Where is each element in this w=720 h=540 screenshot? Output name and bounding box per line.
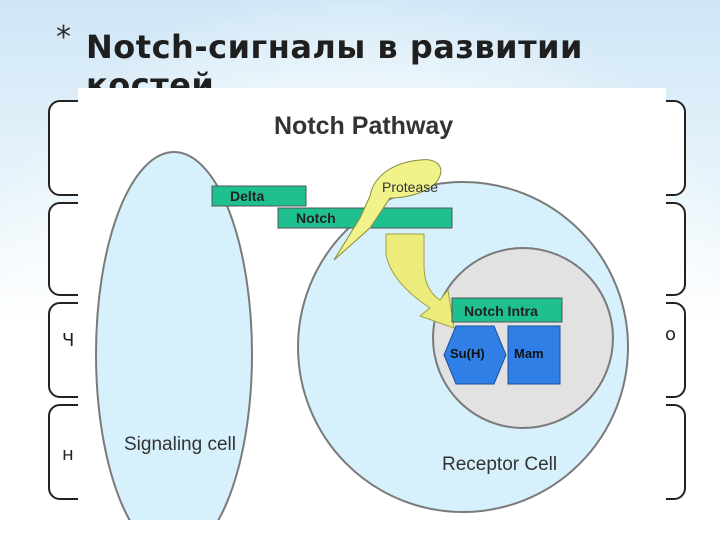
- notch-intra-domain: [451, 297, 563, 323]
- cleavage-arrow: [385, 233, 455, 329]
- content-box-4-text: н: [62, 444, 74, 465]
- mam-protein: [507, 325, 561, 385]
- protease-label: Protease: [382, 179, 438, 195]
- notch-pathway-figure: Notch Pathway Signaling cell Receptor Ce…: [78, 88, 666, 520]
- signaling-cell: [95, 151, 253, 520]
- content-box-3-tail: о: [664, 324, 676, 345]
- protease-enzyme: [333, 159, 442, 261]
- notch-label: Notch: [296, 210, 336, 226]
- delta-label: Delta: [230, 188, 264, 204]
- suh-label: Su(H): [450, 346, 485, 361]
- title-bullet: *: [56, 20, 71, 55]
- mam-label: Mam: [514, 346, 544, 361]
- diagram-title: Notch Pathway: [274, 112, 453, 140]
- delta-ligand: [211, 185, 307, 207]
- notch-pathway-diagram: Notch Pathway Signaling cell Receptor Ce…: [95, 112, 629, 520]
- signaling-cell-label: Signaling cell: [124, 434, 236, 455]
- notch-intra-label: Notch Intra: [464, 303, 538, 319]
- receptor-cell-label: Receptor Cell: [442, 454, 557, 475]
- suh-protein: [443, 325, 507, 385]
- content-box-3-text: Ч: [62, 330, 75, 351]
- slide-title: Notch-сигналы в развитии костей: [86, 28, 583, 104]
